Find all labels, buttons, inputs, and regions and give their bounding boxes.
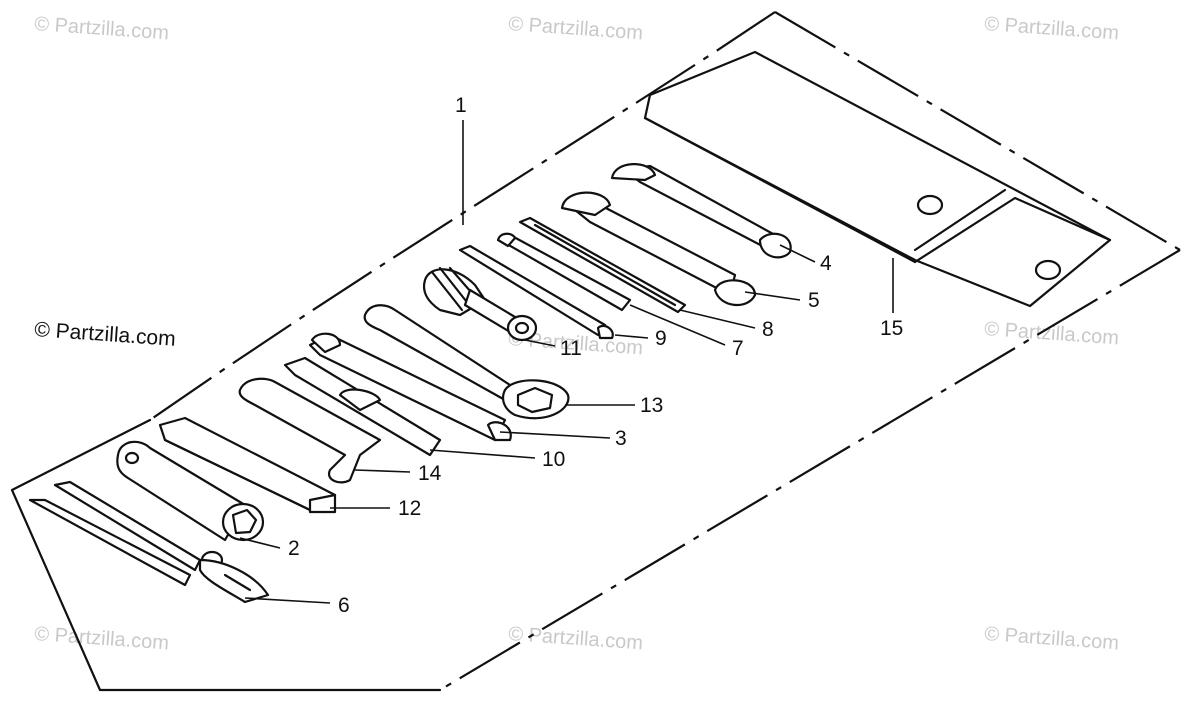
callout-1: 1 [455,94,467,117]
watermark-mid-right: © Partzilla.com [984,318,1120,349]
pliers-6-icon [28,480,270,604]
callout-7: 7 [732,337,744,360]
callout-2: 2 [288,537,300,560]
callout-14: 14 [418,462,442,485]
watermark-top-right: © Partzilla.com [984,13,1120,44]
leader-11 [524,339,556,347]
leader-8 [679,309,756,329]
leader-5 [744,291,801,301]
callout-5: 5 [808,289,820,312]
screwdriver-9-icon [458,244,614,340]
leader-3 [499,431,611,439]
callout-9: 9 [655,327,667,350]
wrench-5-icon [560,191,757,306]
wrench-10-icon [283,356,442,457]
leader-4 [779,244,816,263]
callout-13: 13 [640,394,663,417]
spanner-13-icon [363,304,570,420]
callout-6: 6 [338,594,350,617]
leader-7 [629,304,726,346]
screwdriver-8-icon [518,216,687,314]
watermark-bottom-left: © Partzilla.com [34,623,170,654]
snap-socket-icon [1034,259,1062,281]
tool-bag-flap [643,50,1112,308]
callout-10: 10 [542,448,565,471]
wrench-4-icon [610,163,792,259]
watermark-top-left: © Partzilla.com [34,13,170,44]
pin-spanner-14-icon [238,377,382,484]
tool-bag-left-edge [10,418,442,692]
screwdriver-7-icon [496,232,632,312]
leader-10 [429,449,536,459]
screwdriver-handle-11-icon [422,266,538,342]
tool-bag-top-edge [774,11,1181,251]
watermark-bottom-right: © Partzilla.com [984,623,1120,654]
leader-6 [244,597,331,604]
leader-9 [614,334,649,339]
watermark-top-center: © Partzilla.com [508,13,644,44]
plate-wrench-12-icon [158,416,337,514]
callout-8: 8 [762,318,774,341]
callout-15: 15 [880,317,903,340]
callout-4: 4 [820,252,832,275]
snap-button-icon [916,194,944,216]
watermark-left-main: © Partzilla.com [34,318,177,351]
callout-12: 12 [398,497,421,520]
watermark-bottom-center: © Partzilla.com [508,623,644,654]
callout-3: 3 [615,427,627,450]
callout-11: 11 [560,337,582,360]
spark-plug-wrench-2-icon [116,440,265,542]
tool-bag-right-edge [439,249,1181,691]
tool-bag-upper-dashed-edge [149,11,776,421]
wrench-3-icon [308,332,512,442]
leader-14 [354,469,411,473]
leader-2 [239,537,281,549]
